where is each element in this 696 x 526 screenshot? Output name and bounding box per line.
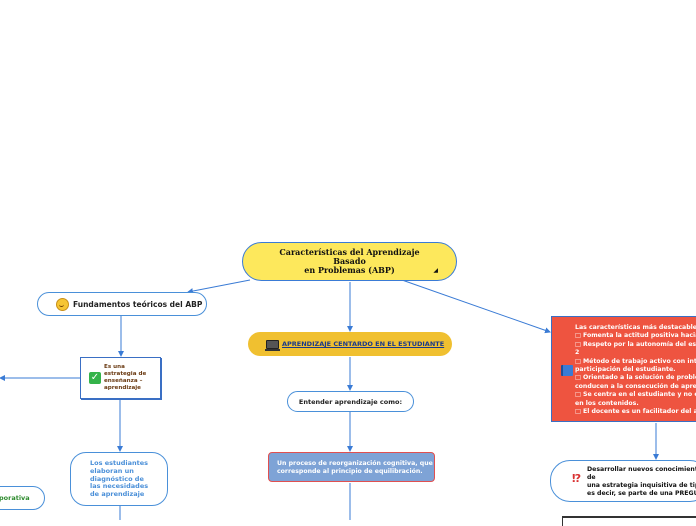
central-topic-node[interactable]: Características del Aprendizaje Basado e… <box>242 242 457 281</box>
caracteristicas-line: en los contenidos. <box>575 399 639 407</box>
caracteristicas-line: □ Se centra en el estudiante y no en <box>575 391 696 399</box>
estrategia-line: enseñanza – <box>104 378 143 384</box>
estudiantes-line: elaboran un <box>90 466 134 475</box>
centrado-estudiante-node[interactable]: APRENDIZAJE CENTARDO EN EL ESTUDIANTE <box>248 332 452 356</box>
caracteristicas-line: □ Respeto por la autonomía del estu <box>575 340 696 348</box>
entender-label: Entender aprendizaje como: <box>298 397 403 406</box>
centrado-estudiante-link[interactable]: APRENDIZAJE CENTARDO EN EL ESTUDIANTE <box>282 340 445 348</box>
central-topic-title-line: en Problemas (ABP) <box>304 265 395 275</box>
colaborativa-node[interactable]: porativa <box>0 486 45 510</box>
desarrollar-line: Desarrollar nuevos conocimientos <box>587 466 696 473</box>
fundamentos-label: Fundamentos teóricos del ABP <box>73 299 203 309</box>
grinning-face-icon <box>56 297 69 311</box>
connector-root-fundamentos <box>187 279 251 294</box>
connector-root-caracteristicas <box>401 279 551 334</box>
desarrollar-node[interactable]: ⁉ Desarrollar nuevos conocimientos de un… <box>550 460 696 502</box>
caracteristicas-line: conducen a la consecución de apren <box>575 382 696 390</box>
estrategia-line: aprendizaje <box>104 385 141 391</box>
colaborativa-label: porativa <box>0 494 30 502</box>
caracteristicas-line: □ El docente es un facilitador del ap <box>575 408 696 416</box>
estrategia-node[interactable]: ✓ Es una estrategia de enseñanza – apren… <box>80 357 161 399</box>
desarrollar-line: de <box>587 474 596 481</box>
proceso-node[interactable]: Un proceso de reorganización cognitiva, … <box>268 452 435 482</box>
caracteristicas-node[interactable]: Las características más destacables □ Fo… <box>551 316 696 422</box>
caracteristicas-line: □ Método de trabajo activo con inte <box>575 357 696 365</box>
laptop-icon <box>265 339 280 351</box>
book-icon <box>561 365 573 376</box>
entender-node[interactable]: Entender aprendizaje como: <box>287 391 414 412</box>
estudiantes-line: diagnóstico de <box>90 474 144 483</box>
fundamentos-node[interactable]: Fundamentos teóricos del ABP <box>37 292 207 316</box>
estrategia-line: Es una <box>104 364 125 370</box>
central-topic-title-line: Características del Aprendizaje <box>279 247 420 257</box>
central-topic-title-line: Basado <box>333 256 366 266</box>
estudiantes-line: de aprendizaje <box>90 490 145 499</box>
partial-node-bottom-right[interactable] <box>562 516 696 526</box>
caracteristicas-line: participación del estudiante. <box>575 366 676 374</box>
proceso-line: corresponde al principio de equilibració… <box>277 468 423 475</box>
estudiantes-line: las necesidades <box>90 482 149 491</box>
proceso-line: Un proceso de reorganización cognitiva, … <box>277 460 433 467</box>
caracteristicas-line: □ Fomenta la actitud positiva hacia <box>575 332 696 340</box>
desarrollar-line: es decir, se parte de una PREGUN <box>587 490 696 497</box>
expand-arrow-icon[interactable]: ◢ <box>433 267 438 274</box>
check-mark-icon: ✓ <box>89 372 101 384</box>
estudiantes-line: Los estudiantes <box>90 459 149 467</box>
estrategia-line: estrategia de <box>104 371 147 377</box>
interrobang-icon: ⁉ <box>572 472 582 485</box>
estudiantes-node[interactable]: Los estudiantes elaboran un diagnóstico … <box>70 452 168 506</box>
desarrollar-line: una estrategia inquisitiva de tipo <box>587 482 696 489</box>
estrategia-text: Es una estrategia de enseñanza – aprendi… <box>104 364 146 392</box>
caracteristicas-line: □ Orientado a la solución de problem <box>575 374 696 382</box>
caracteristicas-line: 2 <box>575 349 580 357</box>
caracteristicas-line: Las características más destacables <box>575 324 696 331</box>
